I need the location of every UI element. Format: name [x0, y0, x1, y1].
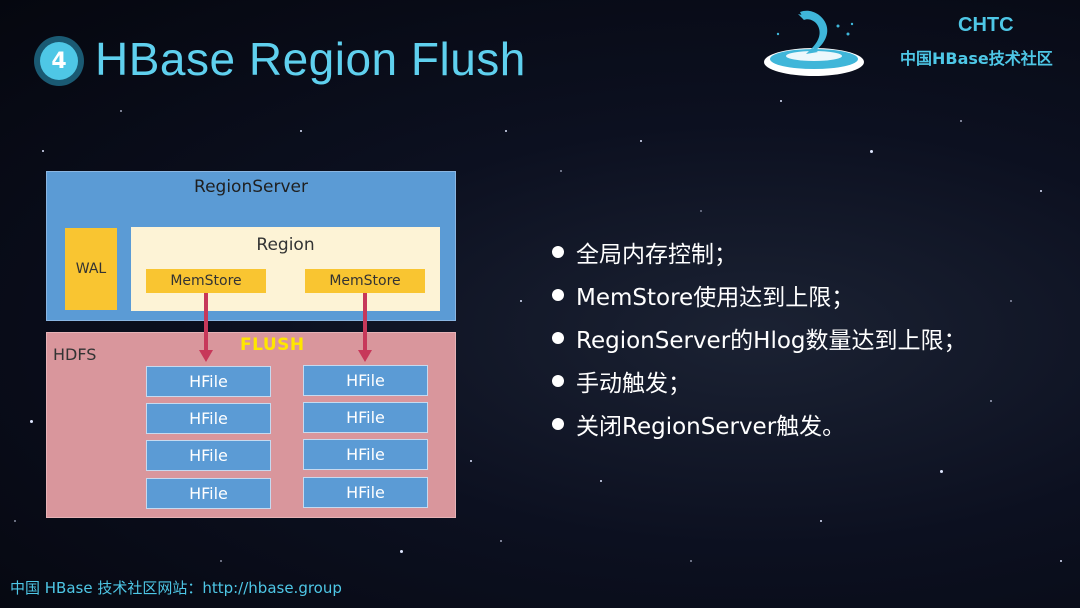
bullet-text: 手动触发； [576, 370, 691, 397]
memstore-box-left: MemStore [146, 269, 266, 293]
dolphin-logo-icon [764, 10, 864, 76]
slide-number-badge: 4 [34, 36, 84, 86]
bullet-list: 全局内存控制； MemStore使用达到上限； RegionServer的Hlo… [552, 230, 967, 445]
hfile-right-4: HFile [303, 477, 428, 508]
bullet-item: RegionServer的Hlog数量达到上限； [552, 316, 967, 359]
bullet-item: 关闭RegionServer触发。 [552, 402, 967, 445]
region-box: Region MemStore MemStore [131, 227, 440, 311]
hfile-left-2: HFile [146, 403, 271, 434]
bullet-item: MemStore使用达到上限； [552, 273, 967, 316]
flush-arrow-left [204, 293, 208, 351]
regionserver-box: RegionServer WAL Region MemStore MemStor… [46, 171, 456, 321]
bullet-dot-icon [552, 417, 564, 430]
hfile-right-1: HFile [303, 365, 428, 396]
footer-website: 中国 HBase 技术社区网站：http://hbase.group [10, 579, 342, 597]
bullet-dot-icon [552, 288, 564, 301]
regionserver-label: RegionServer [194, 177, 308, 197]
hfile-left-4: HFile [146, 478, 271, 509]
bullet-text: RegionServer的Hlog数量达到上限； [576, 327, 967, 354]
memstore-box-right: MemStore [305, 269, 425, 293]
bullet-dot-icon [552, 331, 564, 344]
hdfs-box: HDFS FLUSH HFile HFile HFile HFile HFile… [46, 332, 456, 518]
bullet-dot-icon [552, 245, 564, 258]
wal-box: WAL [65, 228, 117, 310]
flush-arrow-right [363, 293, 367, 351]
hfile-right-3: HFile [303, 439, 428, 470]
bullet-item: 全局内存控制； [552, 230, 967, 273]
bullet-text: 全局内存控制； [576, 241, 737, 268]
bullet-text: MemStore使用达到上限； [576, 284, 855, 311]
bullet-text: 关闭RegionServer触发。 [576, 413, 846, 440]
hfile-left-3: HFile [146, 440, 271, 471]
hfile-right-2: HFile [303, 402, 428, 433]
hfile-left-1: HFile [146, 366, 271, 397]
flush-arrow-left-head [199, 350, 213, 362]
bullet-dot-icon [552, 374, 564, 387]
bullet-item: 手动触发； [552, 359, 967, 402]
org-full-name: 中国HBase技术社区 [900, 49, 1053, 68]
flush-arrow-right-head [358, 350, 372, 362]
org-short-name: CHTC [958, 14, 1014, 36]
slide-title: HBase Region Flush [95, 33, 526, 85]
flush-label: FLUSH [240, 335, 305, 355]
hdfs-label: HDFS [53, 345, 97, 364]
slide-number: 4 [40, 42, 78, 80]
region-label: Region [256, 235, 315, 255]
